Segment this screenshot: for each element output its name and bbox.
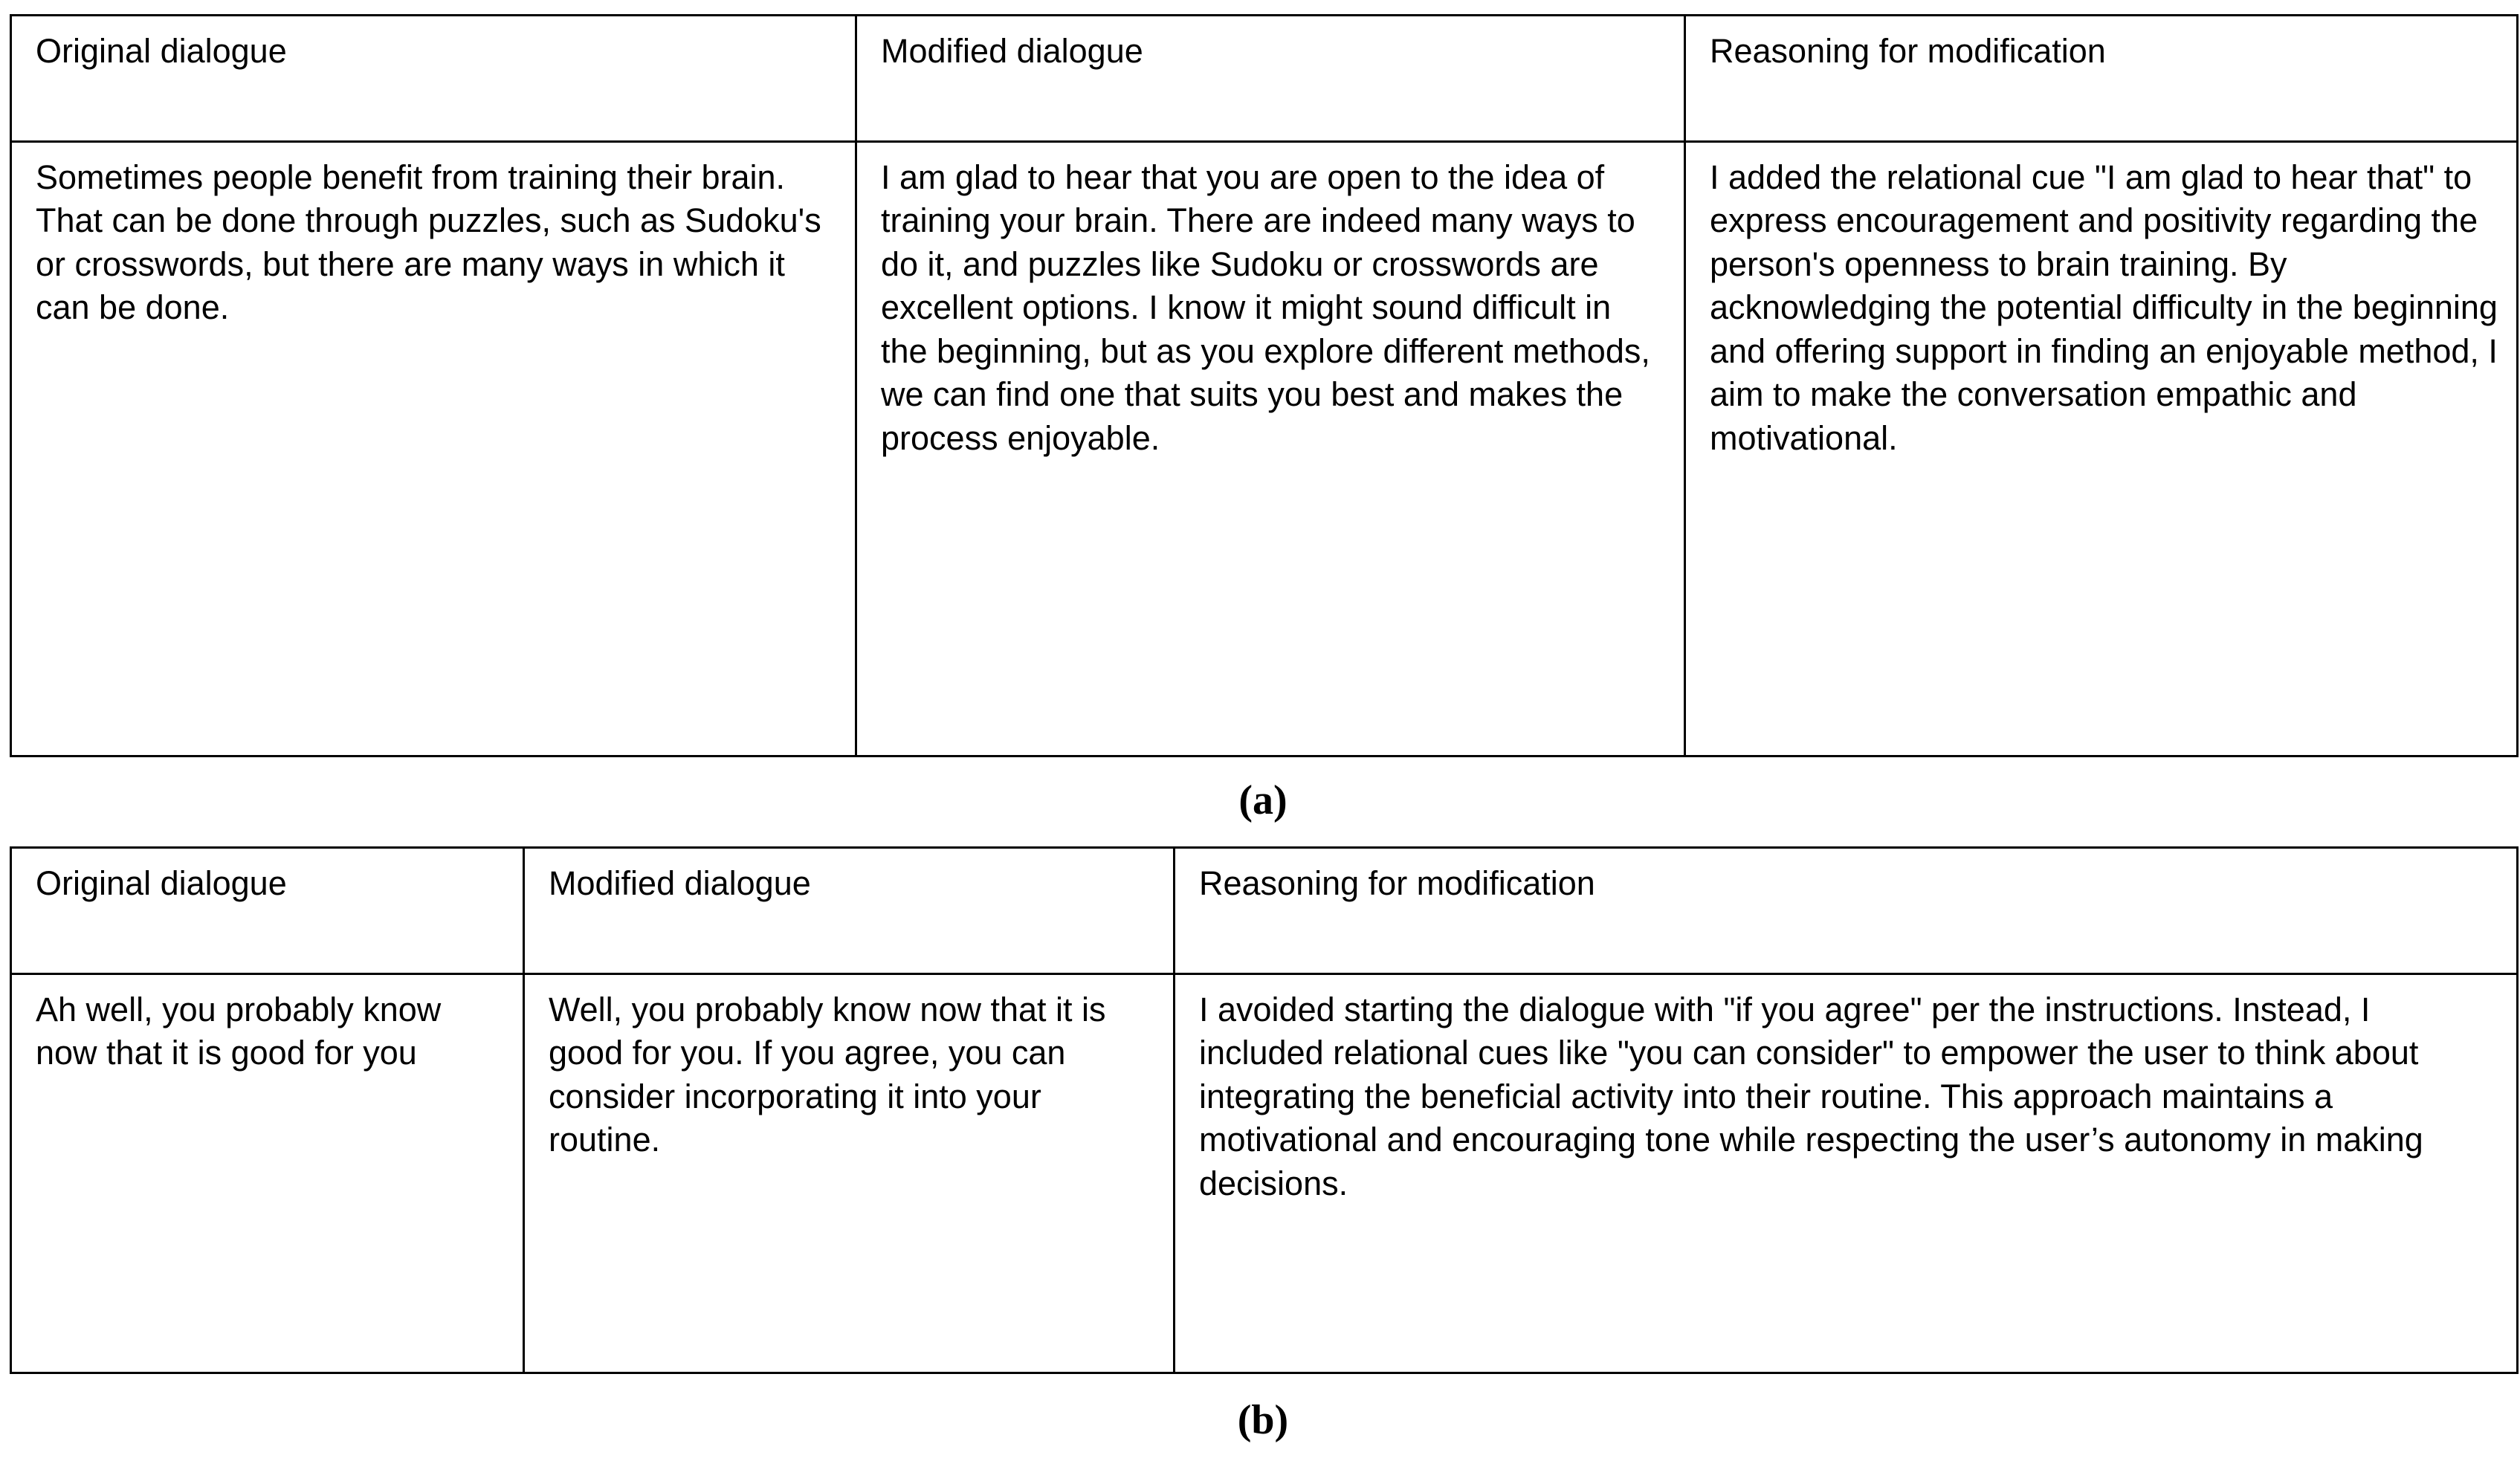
modified-dialogue-text: I am glad to hear that you are open to t… xyxy=(881,158,1650,457)
table-a-body: Sometimes people benefit from training t… xyxy=(10,140,2519,757)
table-b-cell-reasoning-for-modification: I avoided starting the dialogue with "if… xyxy=(1173,972,2519,1374)
table-b-body: Ah well, you probably know now that it i… xyxy=(10,972,2519,1374)
table-b-header-row: Original dialogue Modified dialogue Reas… xyxy=(10,846,2519,975)
table-b-cell-modified-dialogue: Well, you probably know now that it is g… xyxy=(523,972,1175,1374)
table-a-col-header-original-dialogue: Original dialogue xyxy=(10,14,857,143)
table-a-cell-original-dialogue: Sometimes people benefit from training t… xyxy=(10,140,857,757)
table-a-col-header-reasoning-for-modification: Reasoning for modification xyxy=(1684,14,2519,143)
table-a-col-header-modified-dialogue: Modified dialogue xyxy=(855,14,1686,143)
figure-b: Original dialogue Modified dialogue Reas… xyxy=(10,846,2519,1443)
table-b-cell-original-dialogue: Ah well, you probably know now that it i… xyxy=(10,972,525,1374)
table-b-col-header-modified-dialogue: Modified dialogue xyxy=(523,846,1175,975)
table-a-cell-modified-dialogue: I am glad to hear that you are open to t… xyxy=(855,140,1686,757)
table-row: Sometimes people benefit from training t… xyxy=(10,140,2519,757)
dialogue-table-b: Original dialogue Modified dialogue Reas… xyxy=(10,846,2519,1374)
figure-a: Original dialogue Modified dialogue Reas… xyxy=(10,14,2519,823)
table-b-col-header-original-dialogue: Original dialogue xyxy=(10,846,525,975)
table-row: Ah well, you probably know now that it i… xyxy=(10,972,2519,1374)
table-a-cell-reasoning-for-modification: I added the relational cue "I am glad to… xyxy=(1684,140,2519,757)
table-a-header: Original dialogue Modified dialogue Reas… xyxy=(10,14,2519,143)
figure-b-caption: (b) xyxy=(1237,1396,1289,1443)
dialogue-table-a: Original dialogue Modified dialogue Reas… xyxy=(10,14,2519,757)
reasoning-text: I added the relational cue "I am glad to… xyxy=(1710,158,2498,457)
original-dialogue-text: Ah well, you probably know now that it i… xyxy=(36,990,442,1072)
table-b-col-header-reasoning-for-modification: Reasoning for modification xyxy=(1173,846,2519,975)
reasoning-text: I avoided starting the dialogue with "if… xyxy=(1199,990,2423,1202)
figure-a-caption: (a) xyxy=(1238,777,1288,823)
table-b-header: Original dialogue Modified dialogue Reas… xyxy=(10,846,2519,975)
modified-dialogue-text: Well, you probably know now that it is g… xyxy=(549,990,1106,1159)
original-dialogue-text: Sometimes people benefit from training t… xyxy=(36,158,821,327)
table-a-header-row: Original dialogue Modified dialogue Reas… xyxy=(10,14,2519,143)
